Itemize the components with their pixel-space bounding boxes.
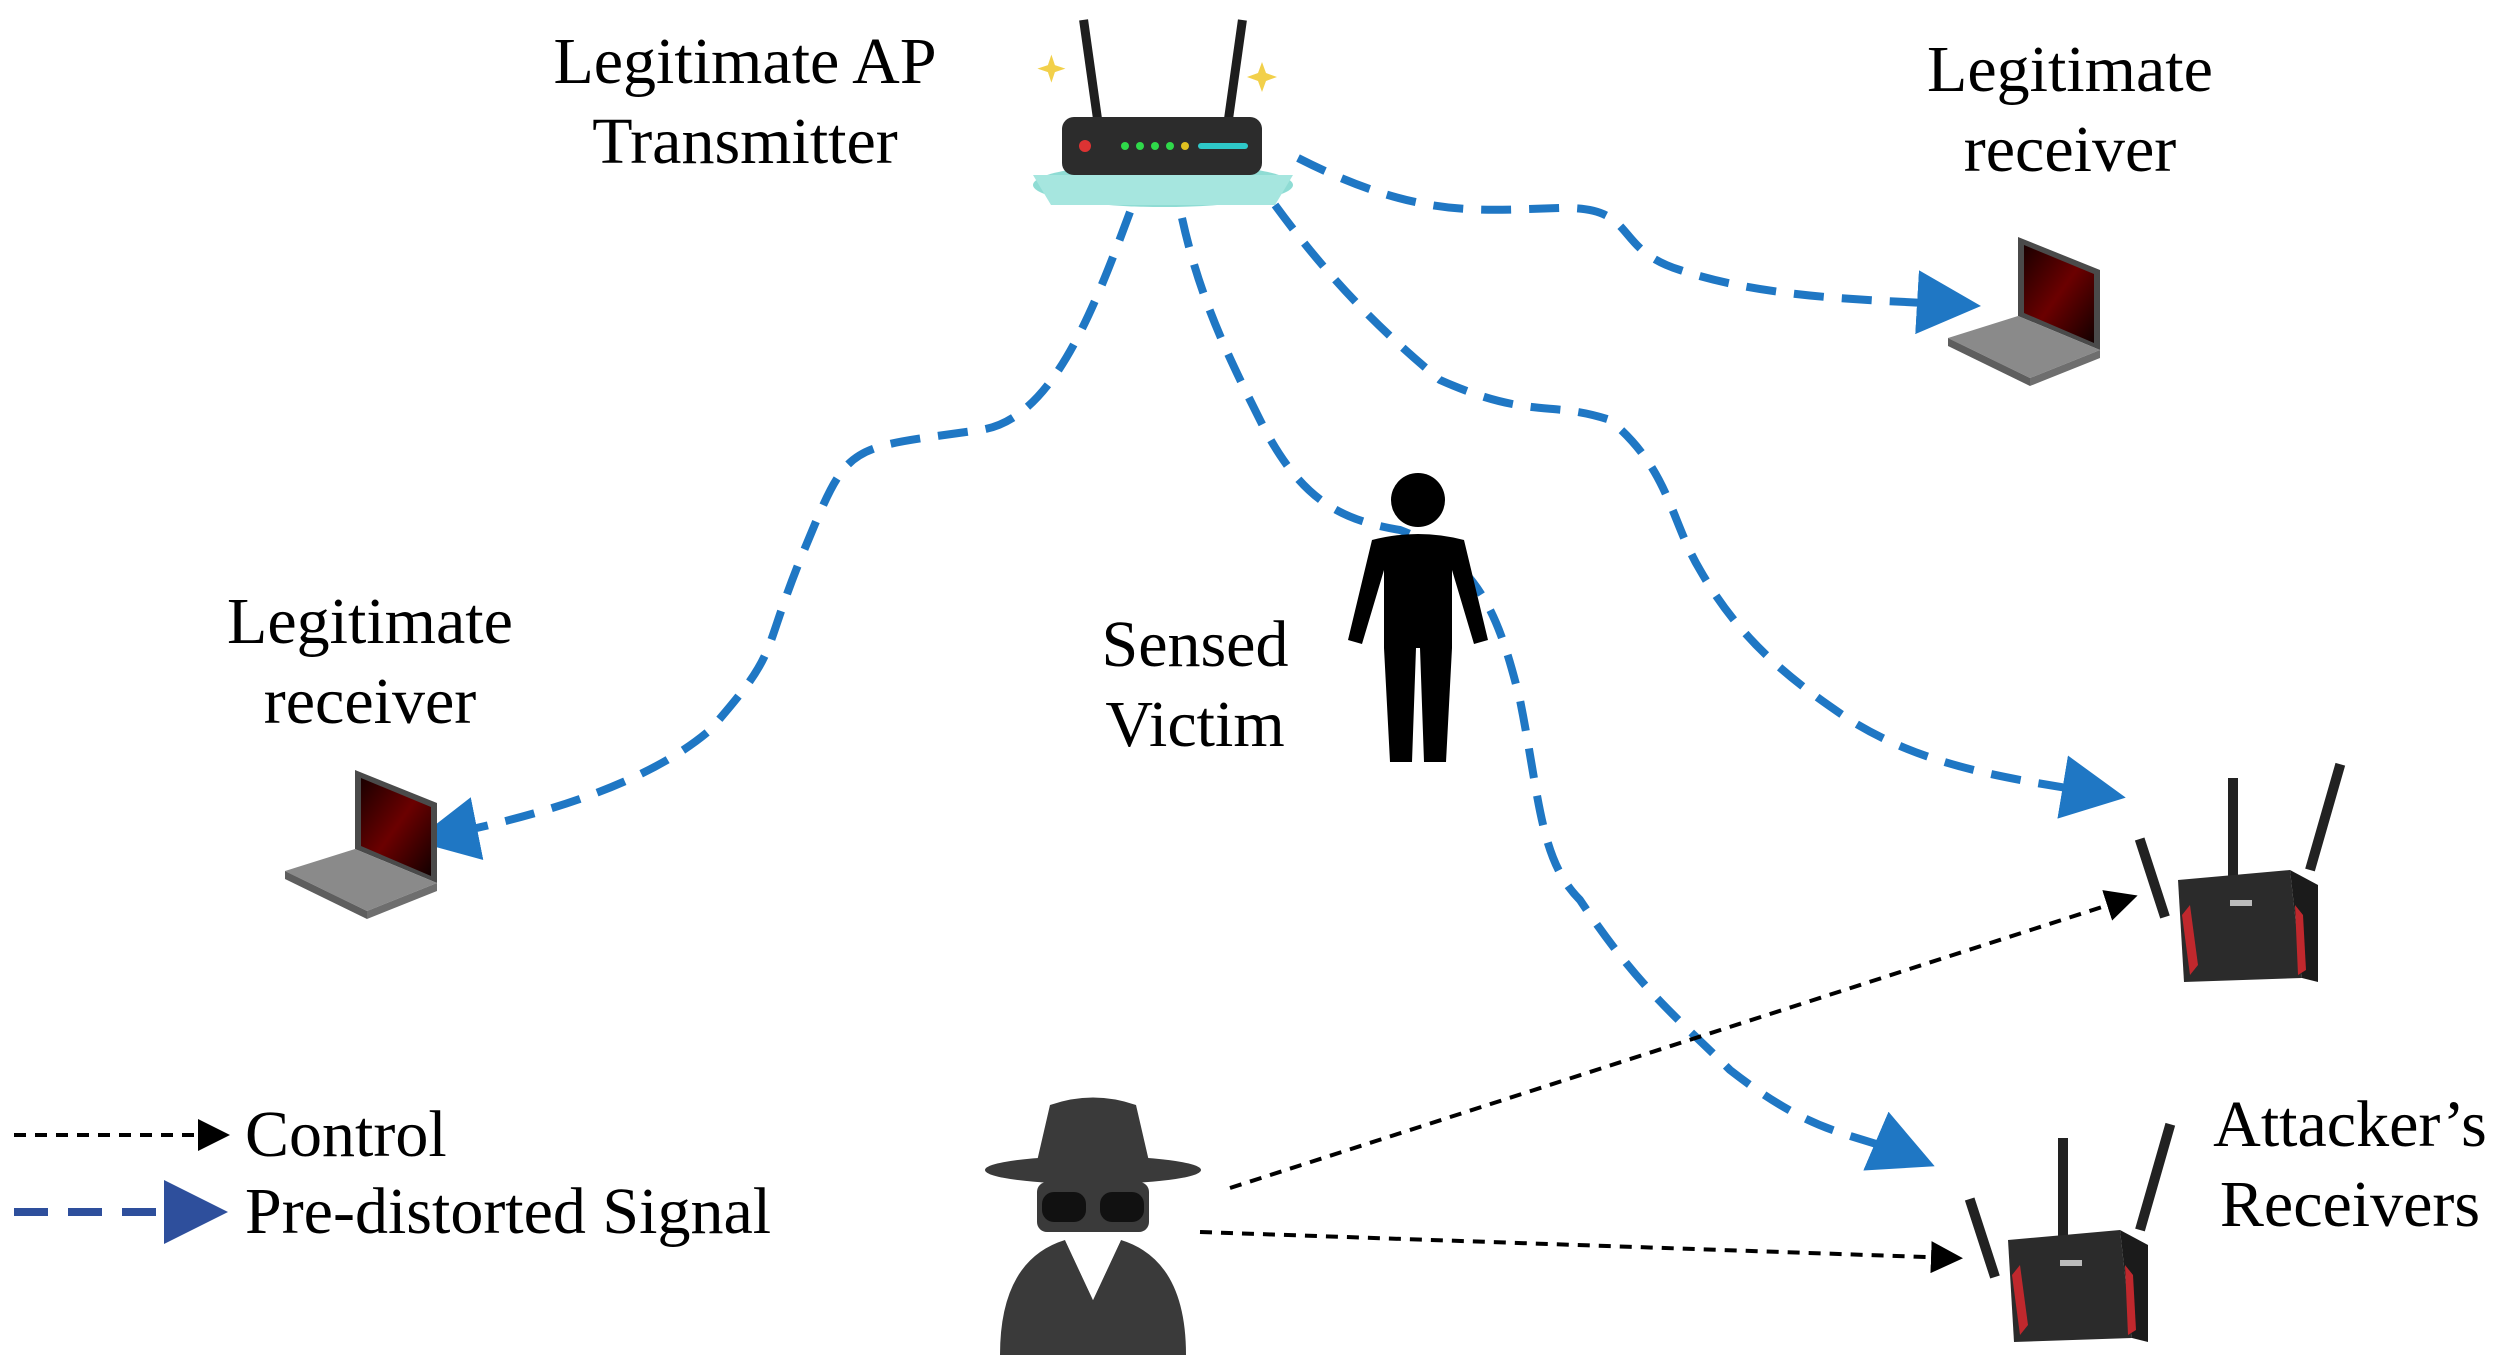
laptop-icon xyxy=(1948,237,2100,386)
attacker-receivers-label: Attacker’s Receivers xyxy=(2190,1085,2510,1245)
attacker-icon xyxy=(985,1097,1201,1355)
control-line-to-top-router xyxy=(1229,890,2138,1190)
signal-path-to-left-receiver xyxy=(414,210,1134,860)
attacker-receivers-label-line1: Attacker’s xyxy=(2213,1088,2487,1161)
attacker-receivers-label-line2: Receivers xyxy=(2219,1168,2481,1241)
left-receiver-label-line1: Legitimate xyxy=(227,585,513,658)
laptop-icon xyxy=(285,770,437,919)
router-icon xyxy=(1964,1122,2176,1342)
access-point-icon xyxy=(1033,19,1293,207)
left-receiver-label: Legitimate receiver xyxy=(180,582,560,742)
victim-label-line1: Sensed xyxy=(1101,608,1289,681)
ap-label-line1: Legitimate AP xyxy=(553,25,937,98)
signal-path-to-right-receiver xyxy=(1296,154,1981,335)
right-receiver-label-line2: receiver xyxy=(1963,113,2177,186)
right-receiver-label-line1: Legitimate xyxy=(1927,33,2213,106)
victim-label: Sensed Victim xyxy=(1050,605,1340,765)
legend-control-label: Control xyxy=(245,1098,447,1171)
signal-path-to-top-attacker-router xyxy=(1271,202,2126,819)
signal-path-through-victim xyxy=(1178,217,1935,1171)
right-receiver-label: Legitimate receiver xyxy=(1880,30,2260,190)
victim-label-line2: Victim xyxy=(1105,688,1285,761)
left-receiver-label-line2: receiver xyxy=(263,665,477,738)
ap-label: Legitimate AP Transmitter xyxy=(530,22,960,182)
router-icon xyxy=(2134,762,2346,982)
ap-label-line2: Transmitter xyxy=(592,105,898,178)
person-icon xyxy=(1348,473,1488,762)
control-line-to-bottom-router xyxy=(1199,1230,1963,1274)
legend-signal-label: Pre-distorted Signal xyxy=(245,1175,772,1248)
